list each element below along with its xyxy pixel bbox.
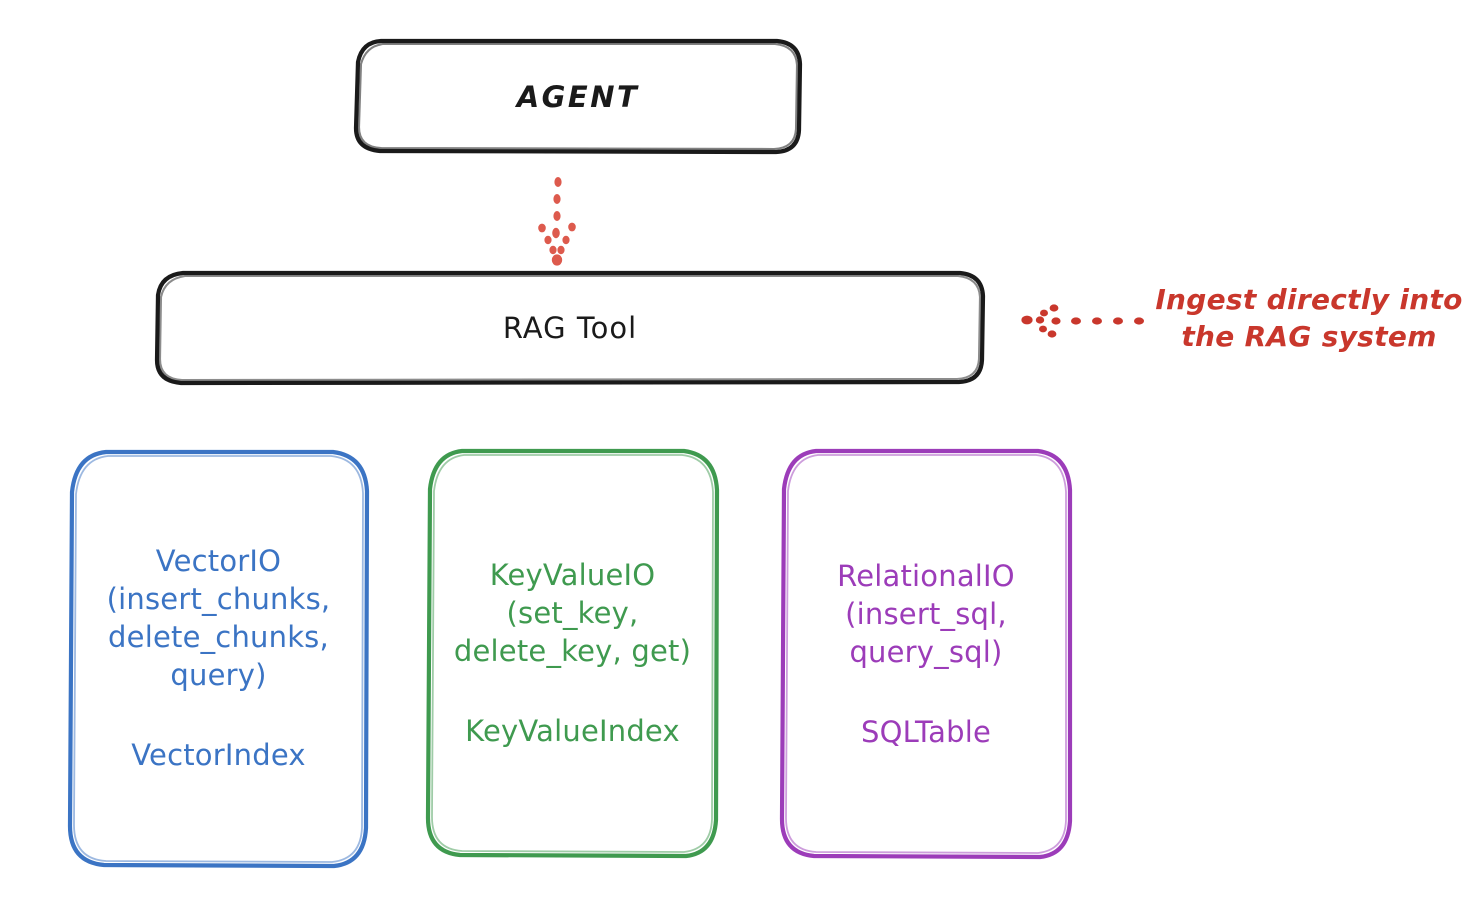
relational-io-node[interactable]: RelationalIO (insert_sql, query_sql) SQL…	[782, 450, 1070, 857]
key-value-index-label: KeyValueIndex	[465, 714, 680, 748]
vector-io-box-outline	[67, 449, 370, 869]
agent-box-outline	[353, 38, 803, 155]
key-value-io-api-label: KeyValueIO (set_key, delete_key, get)	[453, 558, 692, 668]
vector-io-api-label: VectorIO (insert_chunks, delete_chunks, …	[106, 544, 331, 692]
rag-tool-node[interactable]: RAG Tool	[156, 272, 984, 383]
ingest-annotation-label: Ingest directly into the RAG system	[1155, 283, 1463, 353]
sql-table-label: SQLTable	[861, 714, 991, 749]
agent-node[interactable]: AGENT	[355, 40, 801, 153]
rag-tool-label: RAG Tool	[502, 310, 638, 345]
key-value-io-box-outline	[425, 448, 720, 859]
agent-label: AGENT	[516, 79, 640, 114]
key-value-io-node[interactable]: KeyValueIO (set_key, delete_key, get) Ke…	[428, 450, 717, 856]
relational-io-box-outline	[779, 448, 1073, 860]
relational-io-api-label: RelationalIO (insert_sql, query_sql)	[837, 558, 1015, 669]
vector-index-label: VectorIndex	[131, 738, 306, 772]
connector-ingest-to-rag-tool	[1021, 304, 1144, 338]
rag-tool-box-outline	[154, 270, 986, 386]
connector-agent-to-rag-tool	[538, 177, 576, 266]
vector-io-node[interactable]: VectorIO (insert_chunks, delete_chunks, …	[70, 450, 367, 866]
